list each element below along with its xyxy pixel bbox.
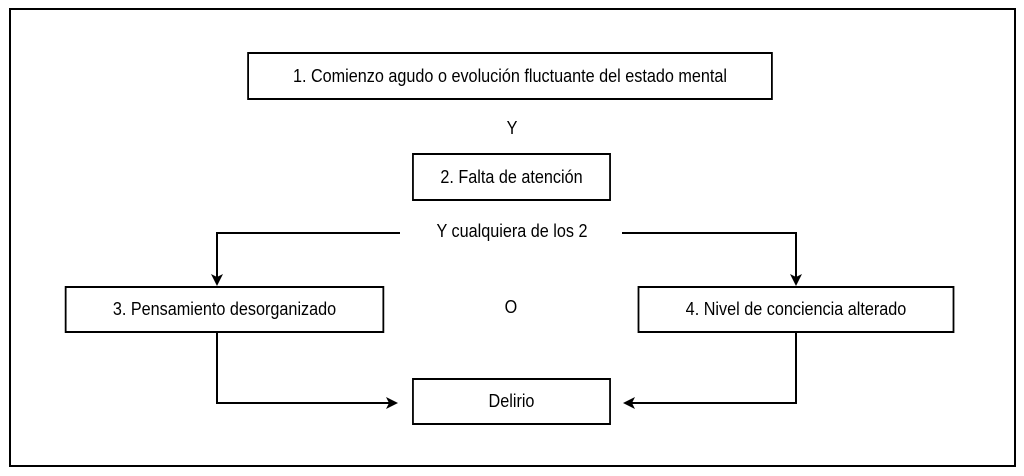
connector-step4-to-result	[623, 332, 797, 409]
connector-to-step3	[211, 232, 400, 286]
any-of-two-label: Y cualquiera de los 2	[413, 221, 611, 242]
step1-text: 1. Comienzo agudo o evolución fluctuante…	[292, 65, 728, 86]
diagram-frame	[9, 8, 1016, 467]
or-label: O	[496, 297, 526, 318]
connector-step3-to-result	[216, 332, 398, 409]
step4-box: 4. Nivel de conciencia alterado	[637, 286, 955, 333]
step2-box: 2. Falta de atención	[412, 153, 611, 201]
step1-box: 1. Comienzo agudo o evolución fluctuante…	[247, 52, 773, 100]
step3-box: 3. Pensamiento desorganizado	[64, 286, 385, 333]
step3-text: 3. Pensamiento desorganizado	[112, 299, 337, 319]
result-text: Delirio	[488, 391, 535, 411]
and-label: Y	[497, 118, 527, 139]
step2-text: 2. Falta de atención	[440, 166, 583, 187]
result-box: Delirio	[412, 378, 611, 425]
connector-to-step4	[622, 232, 802, 286]
step4-text: 4. Nivel de conciencia alterado	[685, 299, 907, 319]
